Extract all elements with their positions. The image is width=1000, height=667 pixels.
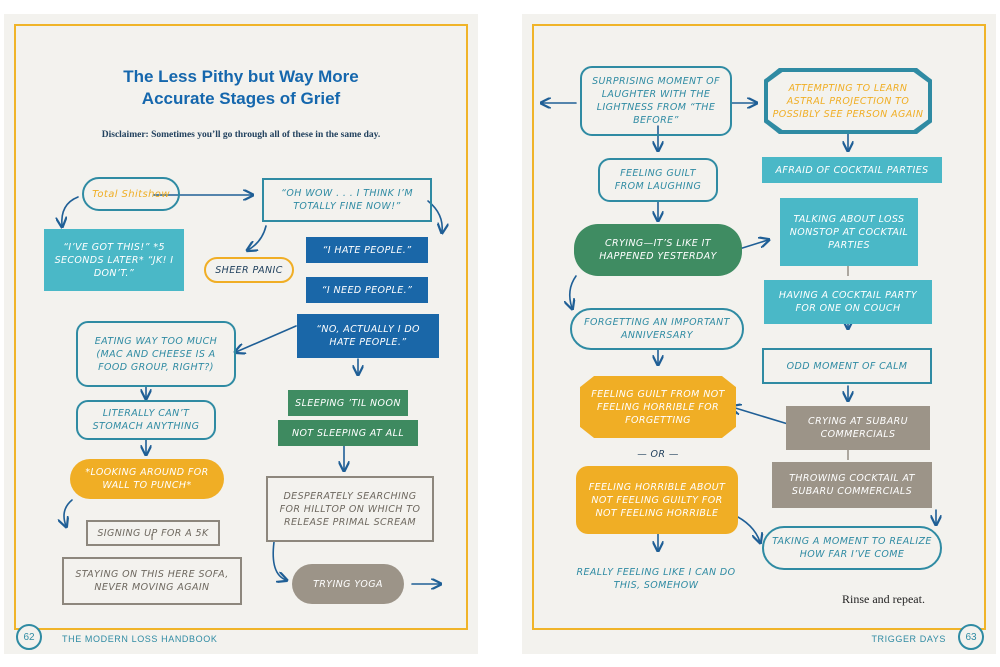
node-afraid-cocktail: Afraid of cocktail parties bbox=[762, 157, 942, 183]
node-guilt-not-horrible: Feeling guilt from not feeling horrible … bbox=[580, 376, 736, 438]
left-page: The Less Pithy but Way More Accurate Sta… bbox=[4, 14, 478, 654]
node-guilt-from-laughing: Feeling guilt from laughing bbox=[598, 158, 718, 202]
node-odd-calm: Odd moment of calm bbox=[762, 348, 932, 384]
running-head-left: THE MODERN LOSS HANDBOOK bbox=[62, 634, 218, 644]
rinse-and-repeat: Rinse and repeat. bbox=[842, 592, 925, 606]
page-title-line1: The Less Pithy but Way More bbox=[123, 67, 359, 86]
page-frame bbox=[14, 24, 468, 630]
node-astral-text: Attempting to learn astral projection to… bbox=[768, 72, 928, 130]
right-page: Surprising moment of laughter with the l… bbox=[522, 14, 996, 654]
node-throwing-cocktail: Throwing cocktail at Subaru commercials bbox=[772, 462, 932, 508]
node-sofa: Staying on this here sofa, never moving … bbox=[62, 557, 242, 605]
node-not-sleeping: Not sleeping at all bbox=[278, 420, 418, 446]
node-crying-subaru: Crying at Subaru commercials bbox=[786, 406, 930, 450]
node-surprising-laughter: Surprising moment of laughter with the l… bbox=[580, 66, 732, 136]
page-title-line2: Accurate Stages of Grief bbox=[141, 89, 341, 108]
node-actually-hate: “No, actually I do hate people.” bbox=[297, 314, 439, 358]
node-crying-yesterday: Crying—it’s like it happened yesterday bbox=[574, 224, 742, 276]
running-head-right: TRIGGER DAYS bbox=[871, 634, 946, 644]
node-total-shitshow: Total Shitshow bbox=[82, 177, 180, 211]
node-trying-yoga: Trying yoga bbox=[292, 564, 404, 604]
node-horrible-not-guilty: Feeling horrible about not feeling guilt… bbox=[576, 466, 738, 534]
page-number-left: 62 bbox=[16, 624, 42, 650]
page-number-right: 63 bbox=[958, 624, 984, 650]
node-hilltop: Desperately searching for hilltop on whi… bbox=[266, 476, 434, 542]
book-gutter bbox=[478, 14, 522, 654]
node-eating: Eating way too much (mac and cheese is a… bbox=[76, 321, 236, 387]
disclaimer: Disclaimer: Sometimes you’ll go through … bbox=[101, 130, 381, 140]
node-need-people: “I need people.” bbox=[306, 277, 428, 303]
node-talking-nonstop: Talking about loss nonstop at cocktail p… bbox=[780, 198, 918, 266]
node-sheer-panic: Sheer panic bbox=[204, 257, 294, 283]
node-hate-people: “I hate people.” bbox=[306, 237, 428, 263]
node-party-for-one: Having a cocktail party for one on couch bbox=[764, 280, 932, 324]
node-got-this: “I’ve got this!” *5 seconds later* “JK! … bbox=[44, 229, 184, 291]
node-wall-punch: *Looking around for wall to punch* bbox=[70, 459, 224, 499]
or-divider: — or — bbox=[637, 449, 679, 460]
node-moment-to-realize: Taking a moment to realize how far I’ve … bbox=[762, 526, 942, 570]
node-signing-5k: Signing up for a 5K bbox=[86, 520, 220, 546]
node-cant-stomach: Literally can’t stomach anything bbox=[76, 400, 216, 440]
or-label: or bbox=[650, 449, 666, 460]
node-oh-wow: “Oh wow . . . I think I’m totally fine n… bbox=[262, 178, 432, 222]
node-astral-projection: Attempting to learn astral projection to… bbox=[764, 68, 932, 134]
node-really-feeling: Really feeling like I can do this, someh… bbox=[576, 567, 736, 591]
node-sleeping-noon: Sleeping ’til noon bbox=[288, 390, 408, 416]
node-forgetting-anniversary: Forgetting an important anniversary bbox=[570, 308, 744, 350]
page-frame bbox=[532, 24, 986, 630]
right-arrows bbox=[522, 14, 996, 654]
